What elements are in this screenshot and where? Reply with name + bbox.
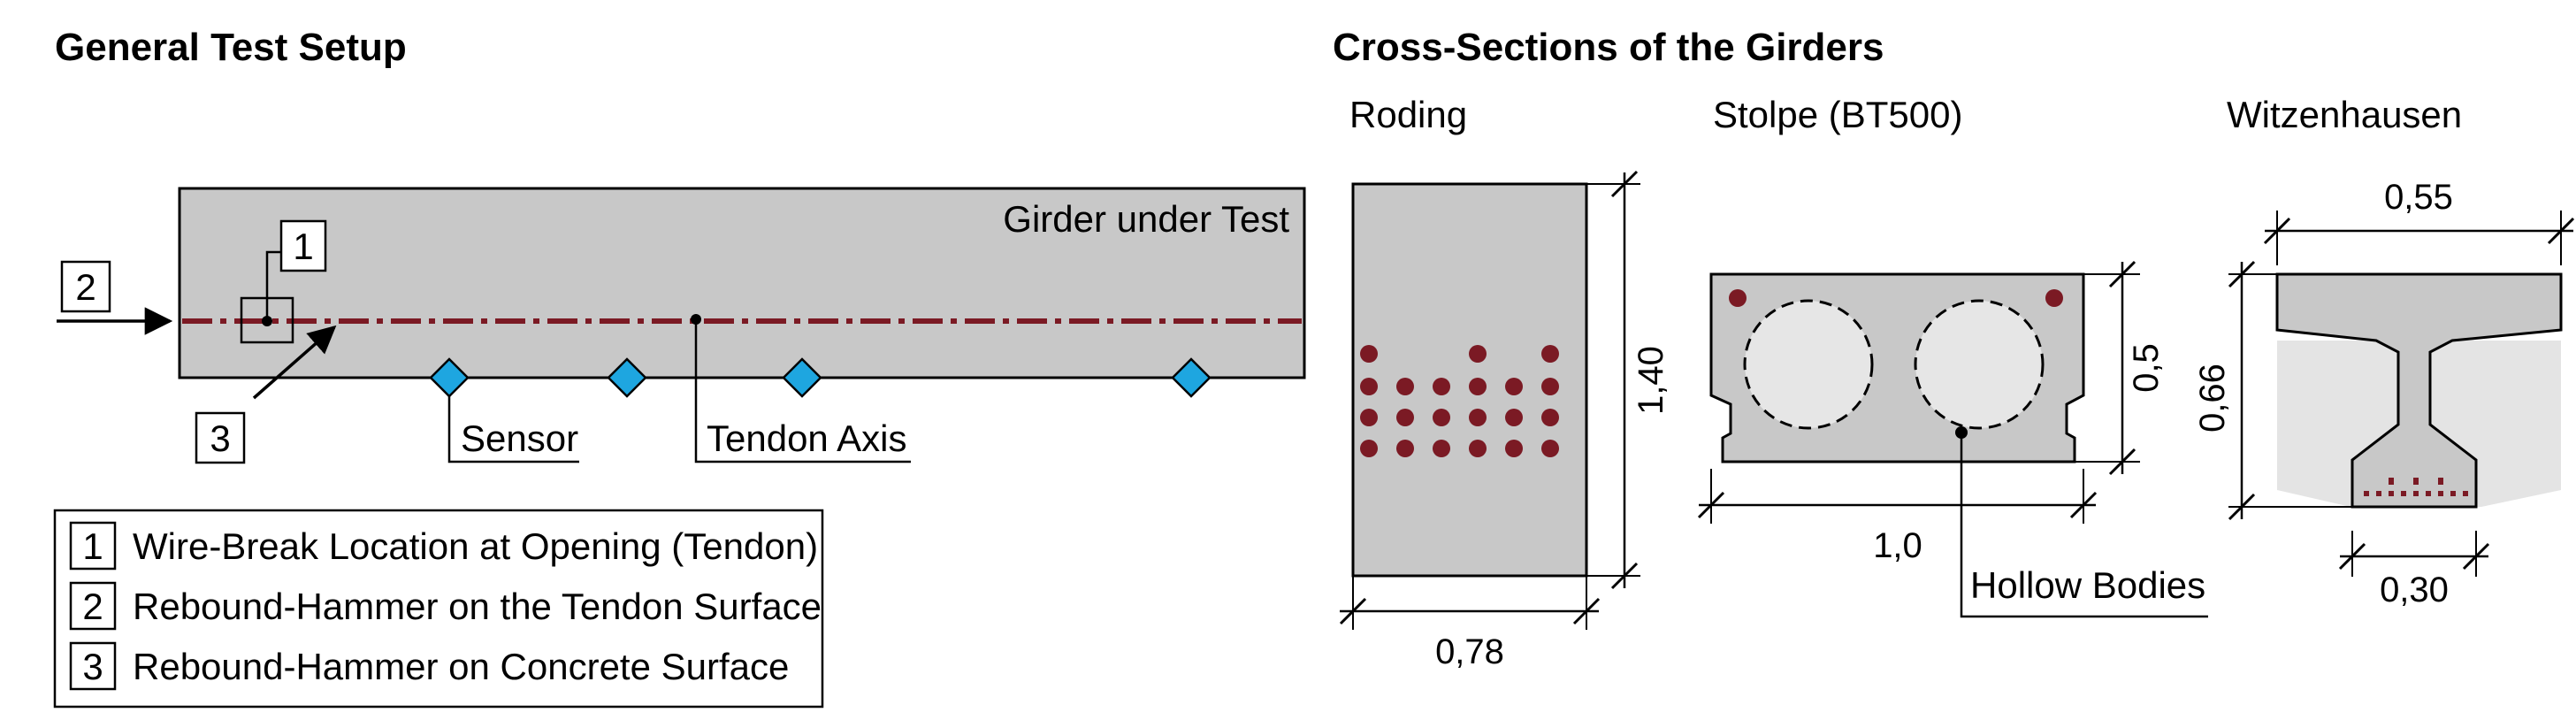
roding-strand — [1505, 409, 1523, 426]
legend-number-box — [69, 581, 117, 631]
witzenhausen-strand — [2389, 491, 2394, 496]
sensor-4 — [1171, 357, 1212, 398]
roding-strand — [1469, 440, 1487, 457]
roding-strand — [1541, 378, 1559, 395]
roding-strand — [1433, 378, 1450, 395]
callout-2-box — [60, 260, 111, 313]
roding-width-dimension: 0,78 — [1339, 576, 1601, 671]
stolpe-height-label: 0,5 — [2127, 343, 2166, 393]
roding-strand — [1469, 345, 1487, 363]
sensor-3 — [782, 357, 822, 398]
witzenhausen-strand — [2438, 478, 2443, 485]
stolpe-width-dimension: 1,0 — [1697, 469, 2098, 565]
tendon-axis-leader — [694, 319, 911, 463]
roding-strand — [1396, 378, 1414, 395]
girder-label: Girder under Test — [1003, 198, 1289, 240]
roding-strand — [1469, 378, 1487, 395]
roding-strand — [1541, 440, 1559, 457]
roding-strand — [1360, 378, 1378, 395]
sensor-label: Sensor — [461, 417, 578, 459]
callout-1-box — [279, 219, 327, 272]
legend-number: 3 — [82, 646, 103, 687]
roding-strand — [1360, 345, 1378, 363]
tendon-axis-label: Tendon Axis — [707, 417, 907, 459]
callout-1-leader — [265, 250, 281, 321]
witzenhausen-height-label: 0,66 — [2193, 364, 2232, 433]
witzenhausen-strand — [2450, 491, 2456, 496]
roding-strand — [1505, 378, 1523, 395]
stolpe-tendon-left — [1729, 289, 1747, 307]
legend-text: Rebound-Hammer on Concrete Surface — [133, 646, 789, 687]
roding-strand — [1505, 440, 1523, 457]
witzenhausen-strand — [2401, 491, 2406, 496]
roding-strand — [1360, 440, 1378, 457]
witzenhausen-strand — [2463, 491, 2468, 496]
roding-strand — [1541, 345, 1559, 363]
hollow-body-right — [1914, 299, 2045, 430]
witzenhausen-height-dimension: 0,66 — [2193, 260, 2352, 521]
witzenhausen-bottom-width-dimension: 0,30 — [2338, 531, 2490, 609]
witzenhausen-strand — [2413, 478, 2419, 485]
roding-strand — [1433, 440, 1450, 457]
roding-strand — [1541, 409, 1559, 426]
roding-height-dimension: 1,40 — [1586, 170, 1670, 590]
legend-text: Rebound-Hammer on the Tendon Surface — [133, 586, 822, 627]
stolpe-height-dimension: 0,5 — [2075, 260, 2166, 476]
roding-strands — [1360, 345, 1559, 457]
cross-sections-title: Cross-Sections of the Girders — [1333, 26, 1884, 69]
witzenhausen-top-width-label: 0,55 — [2384, 178, 2453, 217]
sensor-2 — [607, 357, 647, 398]
stolpe-tendon-right — [2045, 289, 2063, 307]
legend-item: 2 Rebound-Hammer on the Tendon Surface — [69, 581, 822, 631]
general-test-setup-title: General Test Setup — [55, 26, 407, 69]
hollow-body-left — [1743, 299, 1874, 430]
roding-width-label: 0,78 — [1435, 632, 1504, 671]
sensor-leader — [447, 396, 579, 463]
witzenhausen-strands — [2364, 478, 2468, 496]
legend-number-box — [69, 521, 117, 571]
witzenhausen-strand — [2376, 491, 2381, 496]
legend-text: Wire-Break Location at Opening (Tendon) — [133, 525, 818, 567]
witzenhausen-strand — [2438, 491, 2443, 496]
roding-strand — [1433, 409, 1450, 426]
stolpe-label: Stolpe (BT500) — [1713, 94, 1962, 135]
callout-2-number: 2 — [75, 266, 96, 308]
legend-number: 1 — [82, 525, 103, 567]
callout-1-number: 1 — [293, 226, 313, 267]
witzenhausen-strand — [2413, 491, 2419, 496]
roding-strand — [1396, 440, 1414, 457]
legend-item: 1 Wire-Break Location at Opening (Tendon… — [69, 521, 818, 571]
roding-label: Roding — [1349, 94, 1467, 135]
witzenhausen-strand — [2364, 491, 2369, 496]
callout-3-box — [195, 411, 246, 464]
hollow-bodies-leader — [1960, 433, 2208, 618]
roding-strand — [1360, 409, 1378, 426]
stolpe-width-label: 1,0 — [1873, 526, 1922, 565]
witzenhausen-strand — [2426, 491, 2431, 496]
witzenhausen-strand — [2389, 478, 2394, 485]
roding-strand — [1469, 409, 1487, 426]
roding-height-label: 1,40 — [1632, 346, 1670, 415]
witzenhausen-section — [2275, 272, 2563, 509]
witzenhausen-label: Witzenhausen — [2227, 94, 2462, 135]
witzenhausen-bottom-width-label: 0,30 — [2380, 571, 2449, 609]
callout-3-number: 3 — [210, 417, 230, 459]
girder-under-test — [178, 187, 1306, 379]
legend-number: 2 — [82, 586, 103, 627]
legend-number-box — [69, 641, 117, 691]
legend-box — [53, 509, 824, 709]
witzenhausen-top-width-dimension: 0,55 — [2263, 178, 2575, 265]
hollow-bodies-label: Hollow Bodies — [1970, 564, 2205, 606]
roding-strand — [1396, 409, 1414, 426]
callout-3-arrow — [252, 325, 337, 400]
legend-item: 3 Rebound-Hammer on Concrete Surface — [69, 641, 789, 691]
